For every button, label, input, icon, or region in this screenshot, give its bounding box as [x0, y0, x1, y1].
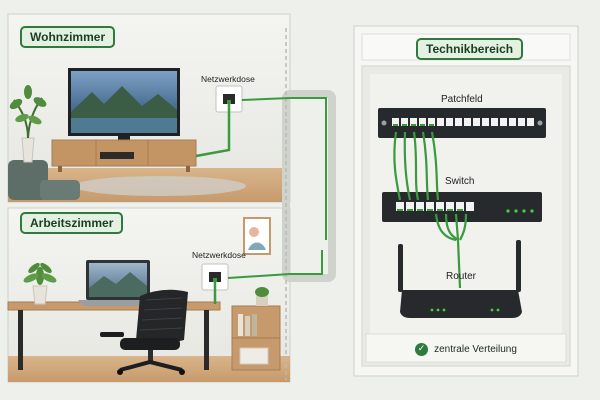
- plant-office: [23, 262, 57, 305]
- living-room-panel: [7, 13, 291, 203]
- patch-port: [446, 118, 453, 126]
- patch-port: [518, 118, 525, 126]
- rug: [74, 176, 246, 196]
- patch-port: [428, 118, 435, 126]
- router: [398, 240, 522, 318]
- office-panel: [7, 207, 291, 383]
- patch-port: [509, 118, 516, 126]
- network-switch: [382, 192, 542, 222]
- switch-port: [426, 202, 434, 211]
- patch-port: [500, 118, 507, 126]
- switch-port: [406, 202, 414, 211]
- switch-port-cable: [437, 209, 443, 211]
- patch-cables: [393, 131, 468, 289]
- tv-stand: [51, 139, 197, 172]
- patch-port: [410, 118, 417, 126]
- patch-port: [392, 118, 399, 126]
- patch-port-cable: [411, 124, 416, 126]
- patch-port-cable: [393, 124, 398, 126]
- cable-living-run: [241, 97, 327, 240]
- room-title-office: Arbeitszimmer: [20, 212, 124, 234]
- sofa: [8, 160, 80, 200]
- router-label: Router: [446, 271, 477, 282]
- patchpanel-label: Patchfeld: [441, 94, 483, 105]
- switch-port: [396, 202, 404, 211]
- patch-port: [482, 118, 489, 126]
- patch-port: [455, 118, 462, 126]
- patch-port: [527, 118, 534, 126]
- wall-picture: [243, 217, 271, 255]
- switch-port-cable: [457, 209, 463, 211]
- patch-port-cable: [429, 124, 434, 126]
- switch-port: [466, 202, 474, 211]
- cable-living: [195, 104, 231, 158]
- cable-office-run: [227, 250, 323, 279]
- switch-port-cable: [427, 209, 433, 211]
- switch-port: [436, 202, 444, 211]
- patch-port: [401, 118, 408, 126]
- cable-routing: [195, 28, 336, 380]
- outlet-label-office: Netzwerkdose: [192, 250, 246, 260]
- switch-port-cable: [407, 209, 413, 211]
- switch-label: Switch: [445, 176, 475, 187]
- switch-port-cable: [397, 209, 403, 211]
- patch-port: [419, 118, 426, 126]
- patch-port: [464, 118, 471, 126]
- plant-living: [9, 85, 47, 163]
- tv: [68, 68, 180, 140]
- switch-port-cable: [417, 209, 423, 211]
- switch-port-cable: [447, 209, 453, 211]
- patch-port: [473, 118, 480, 126]
- tech-area-title: Technikbereich: [416, 38, 524, 60]
- laptop: [78, 260, 158, 306]
- office-chair: [100, 289, 188, 375]
- tech-cabinet: [353, 25, 579, 377]
- switch-port: [446, 202, 454, 211]
- patch-port-cable: [420, 124, 425, 126]
- patch-port-cable: [402, 124, 407, 126]
- footer-label: zentrale Verteilung: [434, 343, 517, 355]
- patch-panel: [378, 108, 546, 138]
- check-circle-icon: ✓: [415, 342, 429, 356]
- patch-port: [491, 118, 498, 126]
- bookshelf: [231, 287, 281, 371]
- outlet-label-living: Netzwerkdose: [201, 74, 255, 84]
- switch-port: [456, 202, 464, 211]
- patch-port: [437, 118, 444, 126]
- switch-port: [416, 202, 424, 211]
- central-distribution-note: ✓ zentrale Verteilung: [370, 338, 562, 360]
- room-title-living: Wohnzimmer: [20, 26, 116, 48]
